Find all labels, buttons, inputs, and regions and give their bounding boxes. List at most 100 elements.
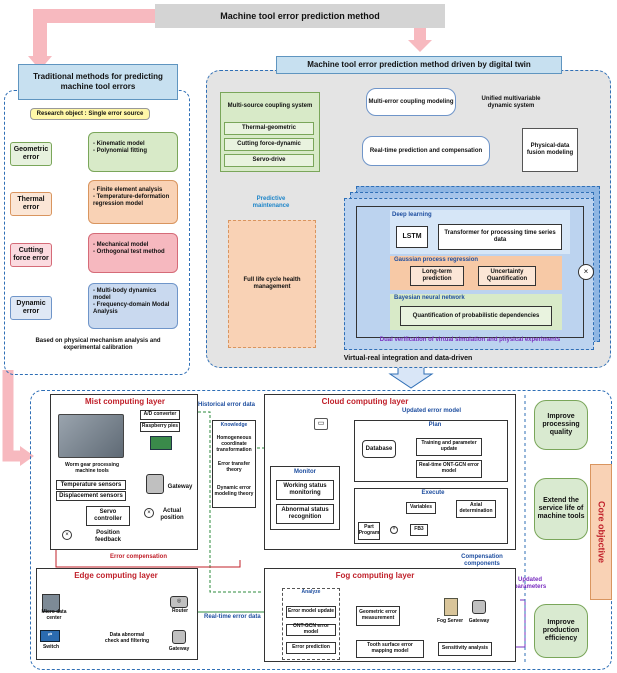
deep-learning-title: Deep learning [392,212,432,218]
coupling-item-1: Thermal-geometric [224,122,314,135]
fog-gateway-label: Gateway [468,618,490,625]
compensation-label: Compensation components [461,554,503,567]
working-status: Working status monitoring [276,480,334,500]
dynamic-item-1: - Multi-body dynamics model [93,288,157,301]
research-object: Research object : Single error source [30,108,150,120]
thermal-methods: - Finite element analysis - Temperature-… [88,180,178,224]
switch-icon: ⇄ [40,630,60,642]
thermal-item-2: - Temperature-deformation regression mod… [93,193,170,207]
ad-converter: A/D converter [140,410,180,420]
fog-title: Fog computing layer [335,571,415,581]
updated-params-label: Updated parameters [513,577,547,590]
edge-gateway-icon [172,630,186,644]
historical-data-arrow [183,411,263,593]
training-box: Training and parameter update [416,438,482,456]
check-box: Data abnormal check and filtering [104,632,150,644]
transformer-box: Transformer for processing time series d… [438,224,562,250]
cutting-item-2: - Orthogonal test method [93,248,165,255]
dynamic-item-2: - Frequency-domain Modal Analysis [93,301,170,315]
knowledge-item-2: Error transfer theory [217,461,251,473]
cutting-methods: - Mechanical model - Orthogonal test met… [88,233,178,273]
realtime-gcn-box: Real-time ONT-GCN error model [416,460,482,478]
bnn-label: Bayesian neural network [394,295,465,301]
gateway-device-icon [146,474,164,494]
geometric-item-1: - Kinematic model [93,141,145,147]
analyze-box [282,588,340,660]
cloud-title: Cloud computing layer [321,397,409,407]
database: Database [362,440,396,458]
label-geometric: Geometric error [10,142,52,166]
core-objective-text: Core objective [596,500,607,564]
geo-measure-box: Geometric error measurement [356,606,400,626]
twin-footer: Virtual-real integration and data-driven [343,354,473,362]
objective-service-life: Extend the service life of machine tools [534,478,588,540]
abnormal-status: Abnormal status recognition [276,504,334,524]
coupling-item-2: Cutting force-dynamic [224,138,314,151]
realtime-data-label: Real-time error data [204,614,261,620]
knowledge-item-1: Homogeneous coordinate transformation [216,435,252,453]
knowledge-title: Knowledge [220,422,248,429]
label-dynamic: Dynamic error [10,296,52,320]
machine-tool-image [58,414,124,458]
actual-position: Actual position [160,508,184,521]
traditional-footer: Based on physical mechanism analysis and… [35,338,161,351]
fog-server-label: Fog Server [436,618,464,625]
prob-box: Quantification of probabilistic dependen… [400,306,552,326]
servo-controller: Servo controller [86,506,130,526]
fog-gateway-icon [472,600,486,614]
updated-model-label: Updated error model [402,408,462,414]
objective-quality: Improve processing quality [534,400,588,450]
label-thermal: Thermal error [10,192,52,216]
mist-title: Mist computing layer [84,397,165,407]
error-comp-line [53,544,241,568]
lstm-box: LSTM [396,226,428,248]
core-objective: Core objective [590,464,612,600]
coupling-item-3: Servo-drive [224,154,314,167]
multi-error-box: Multi-error coupling modeling [366,88,456,116]
fusion-box: Physical-data fusion modeling [522,128,578,172]
temp-sensors: Temperature sensors [56,480,126,490]
part-program: Part Program [358,522,380,540]
unified-box: Unified multivariable dynamic system [481,96,541,109]
main-title: Machine tool error prediction method [155,4,445,28]
cutting-item-1: - Mechanical model [93,242,149,248]
twin-header: Machine tool error prediction method dri… [276,56,562,74]
variables-box: Variables [406,502,436,514]
monitor-title: Monitor [294,469,316,476]
execute-title: Execute [421,490,445,497]
knowledge-box [212,420,256,508]
edge-gateway-label: Gateway [168,646,190,653]
worm-gear-label: Worm gear processing machine tools [64,462,120,474]
historical-label: Historical error data [198,402,256,408]
geometric-methods: - Kinematic model - Polynomial fitting [88,132,178,172]
router-label: Router [171,608,189,615]
realtime-box: Real-time prediction and compensation [362,136,490,166]
edge-layer [36,568,198,660]
lifecycle-box: Full life cycle health management [228,220,316,348]
coupling-title: Multi-source coupling system [227,102,313,109]
prediction-box: Error prediction [286,642,336,654]
dynamic-methods: - Multi-body dynamics model - Frequency-… [88,283,178,329]
title-to-traditional-arrow [33,9,155,58]
label-cutting: Cutting force error [10,243,52,267]
raspberry-pies: Raspberry pies [140,422,180,432]
error-comp-label: Error compensation [110,554,168,560]
traditional-header: Traditional methods for predicting machi… [18,64,178,100]
position-feedback: Position feedback [94,530,121,543]
axial-box: Axial determination [456,500,496,518]
analyze-title: Analyze [301,589,321,596]
micro-dc-label: Micro data center [41,609,67,621]
tooth-surface-box: Tooth surface error mapping model [356,640,424,658]
uncertainty-box: Uncertainty Quantification [478,266,536,286]
router-icon: ◎ [170,596,188,608]
edge-title: Edge computing layer [74,571,158,581]
twin-to-bottom-arrow [388,365,434,389]
gpr-label: Gaussian process regression [394,257,479,263]
ontgcn-box: ONT-GCN error model [286,623,336,636]
knowledge-item-3: Dynamic error modeling theory [214,485,254,497]
plan-title: Plan [428,422,442,429]
sum-node-icon: × [144,508,154,518]
switch-label: Switch [42,644,60,651]
dual-verification: Dual verification of virtual simulation … [379,336,561,343]
geometric-item-2: - Polynomial fitting [93,147,147,154]
